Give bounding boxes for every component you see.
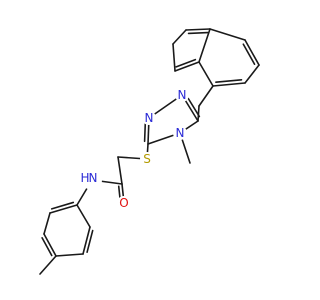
bond-9 bbox=[172, 29, 187, 45]
bond-14-double bbox=[143, 119, 147, 143]
bond-0-double bbox=[187, 31, 209, 35]
atom-nh: N H bbox=[80, 170, 102, 190]
bond-2-double bbox=[242, 43, 256, 66]
atom-n4-label: N bbox=[176, 126, 185, 140]
bond-24 bbox=[49, 204, 78, 214]
atom-n1-label: N bbox=[178, 88, 187, 102]
atom-n2: N bbox=[142, 111, 156, 125]
bond-layer bbox=[39, 28, 260, 275]
bond-11 bbox=[197, 105, 200, 122]
bond-8 bbox=[172, 43, 176, 72]
bond-10 bbox=[198, 85, 214, 107]
atom-n1: N bbox=[175, 88, 189, 102]
atom-nh-h-label: H bbox=[80, 171, 89, 185]
bond-0 bbox=[185, 28, 211, 31]
atom-o-label: O bbox=[119, 196, 128, 210]
bond-1 bbox=[209, 28, 246, 41]
atom-label-layer: N N N S N H O bbox=[80, 88, 189, 210]
bond-24-double bbox=[50, 201, 75, 210]
bond-27 bbox=[55, 253, 84, 257]
bond-25 bbox=[43, 212, 51, 235]
bond-2 bbox=[244, 39, 260, 66]
bond-20 bbox=[117, 156, 123, 185]
atom-n4: N bbox=[173, 126, 187, 140]
bond-26-double bbox=[41, 237, 53, 257]
bond-6 bbox=[198, 28, 211, 63]
bond-4-double bbox=[215, 79, 243, 84]
bond-7-double bbox=[175, 58, 197, 68]
bond-28 bbox=[82, 226, 91, 255]
atom-n2-label: N bbox=[145, 111, 154, 125]
bond-4 bbox=[212, 82, 246, 87]
bond-30 bbox=[39, 255, 57, 275]
bond-26 bbox=[43, 233, 57, 257]
atom-o: O bbox=[117, 196, 131, 210]
bond-5 bbox=[198, 61, 214, 87]
bond-3 bbox=[244, 64, 260, 84]
atom-nh-n-label: N bbox=[89, 171, 98, 185]
bond-29 bbox=[76, 204, 91, 228]
atom-s-label: S bbox=[143, 152, 151, 166]
bond-7 bbox=[174, 61, 200, 72]
atom-s: S bbox=[140, 152, 154, 166]
bond-28-double bbox=[86, 229, 94, 253]
molecule-structure: N N N S N H O bbox=[39, 28, 260, 275]
bond-12-double bbox=[185, 94, 201, 118]
